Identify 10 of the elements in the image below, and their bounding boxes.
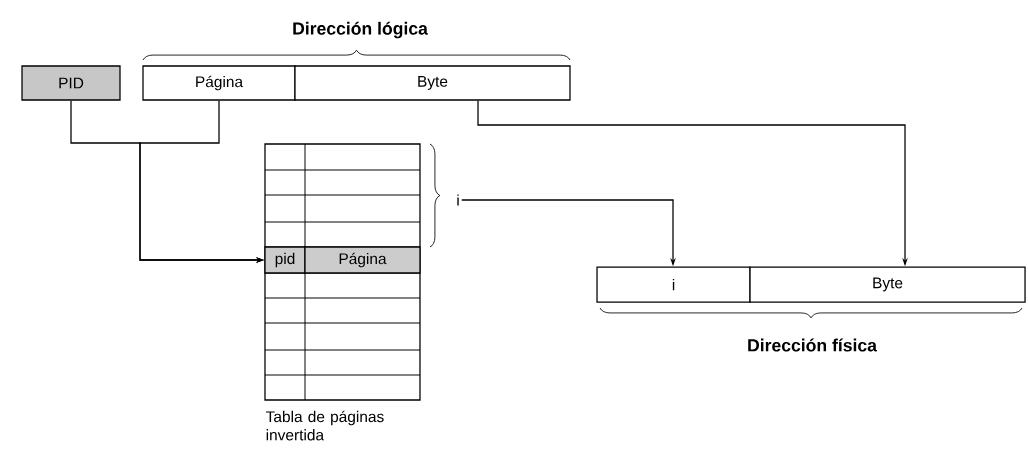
- address-field: Página: [142, 65, 296, 101]
- address-field: Byte: [294, 65, 571, 101]
- address-field: i: [596, 266, 751, 303]
- address-field: Byte: [749, 266, 1026, 303]
- table-caption: Tabla de páginas invertida: [266, 410, 384, 441]
- index-label: i: [457, 194, 459, 206]
- caption-label: Dirección física: [748, 338, 878, 352]
- address-field: PID: [21, 65, 121, 101]
- caption-label: Dirección lógica: [293, 21, 428, 39]
- table-cell: pid: [264, 246, 306, 274]
